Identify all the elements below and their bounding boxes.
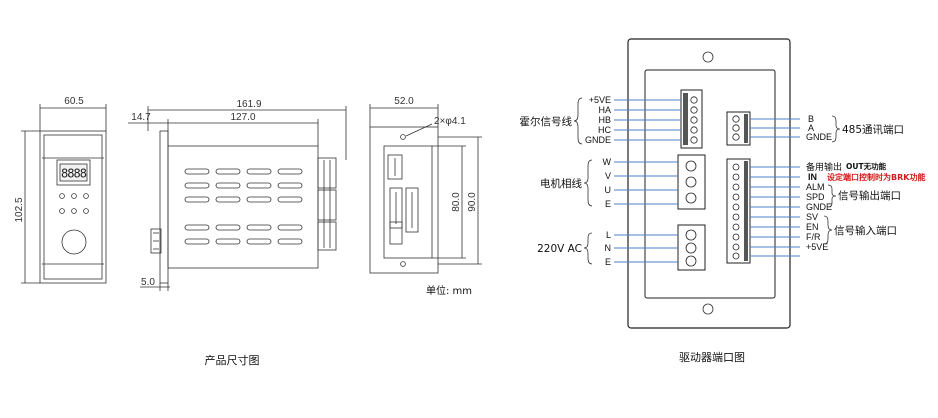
port-drawing-caption: 驱动器端口图 [679,351,745,364]
speed-knob [61,229,87,255]
pin-motor-e: E [605,199,611,209]
signal-out-label: 信号输出端口 [838,189,901,202]
dim-rear-height-outer: 90.0 [467,192,478,212]
pin-signal-gnde: GNDE [806,202,832,212]
left-braces [573,97,593,265]
rs485-connector [726,111,751,146]
spare-in-note: 设定端口控制时为BRK功能 [827,172,925,182]
pin-motor-w: W [603,157,612,167]
dim-side-total: 161.9 [236,99,261,110]
pin-power-e: E [605,257,611,267]
right-wires [750,118,800,257]
power-group-label: 220V AC [537,243,582,255]
left-pin-labels: +5VE HA HB HC GNDE W V U E L N E [585,95,612,267]
port-diagram: +5VE HA HB HC GNDE W V U E L N E 霍尔信号线 电… [520,38,925,329]
motor-connector [677,154,706,210]
spare-out-note: OUT无功能 [846,161,887,171]
product-drawing-caption: 产品尺寸图 [205,353,260,367]
dim-front-height: 102.5 [14,197,25,222]
rear-terminals [387,154,419,245]
side-terminals [317,157,337,251]
pin-motor-u: U [605,185,612,195]
pin-hall-gnde: GNDE [585,135,611,145]
pin-signal-sv: SV [806,212,818,222]
knob-side [150,228,162,254]
dim-side-flange: 14.7 [131,112,151,123]
pin-signal-5ve: +5VE [806,242,828,252]
pin-power-l: L [606,230,611,240]
dim-rear-height-inner: 80.0 [451,192,462,212]
rs485-label: 485通讯端口 [842,123,904,136]
pin-power-n: N [605,243,612,253]
pin-hall-hc: HC [598,125,611,135]
motor-group-label: 电机相线 [540,177,582,190]
vent-slots [184,168,303,245]
unit-label: 单位: mm [426,284,472,297]
pin-485-a: A [808,123,814,133]
dim-rear-width: 52.0 [394,96,414,107]
dim-side-body: 127.0 [230,112,255,123]
pin-485-gnde: GNDE [806,132,832,142]
side-view: 161.9 127.0 14.7 5.0 [128,99,347,291]
pin-hall-5ve: +5VE [589,95,611,105]
dim-front-width: 60.5 [64,96,84,107]
pin-spare-in: IN [808,172,817,182]
key-buttons [59,193,89,214]
power-connector [677,224,706,271]
pin-signal-en: EN [806,222,819,232]
right-braces [823,115,841,245]
dim-hole-spec: 2×φ4.1 [434,116,466,127]
display-digits: 8888 [61,167,87,181]
left-wires [614,99,681,263]
pin-motor-v: V [605,171,611,181]
front-view: 8888 60.5 102.5 [14,96,107,284]
signal-in-label: 信号输入端口 [834,224,897,237]
signal-connector [726,158,751,264]
hall-group-label: 霍尔信号线 [520,115,573,128]
rear-view: 52.0 2×φ4.1 80.0 90.0 单位: mm [369,96,482,297]
display-window [56,159,91,186]
pin-signal-alm: ALM [806,182,825,192]
hall-connector [680,89,703,149]
dim-front-bottom-offset: 5.0 [141,277,155,288]
pin-hall-ha: HA [598,105,611,115]
right-pin-labels: B A GNDE 备用输出 IN ALM SPD GNDE SV EN F/R … [806,114,842,252]
pin-hall-hb: HB [598,115,611,125]
pin-spare-out: 备用输出 [806,161,842,172]
pin-485-b: B [808,114,814,124]
pin-signal-fr: F/R [806,232,821,242]
pin-signal-spd: SPD [806,192,825,202]
